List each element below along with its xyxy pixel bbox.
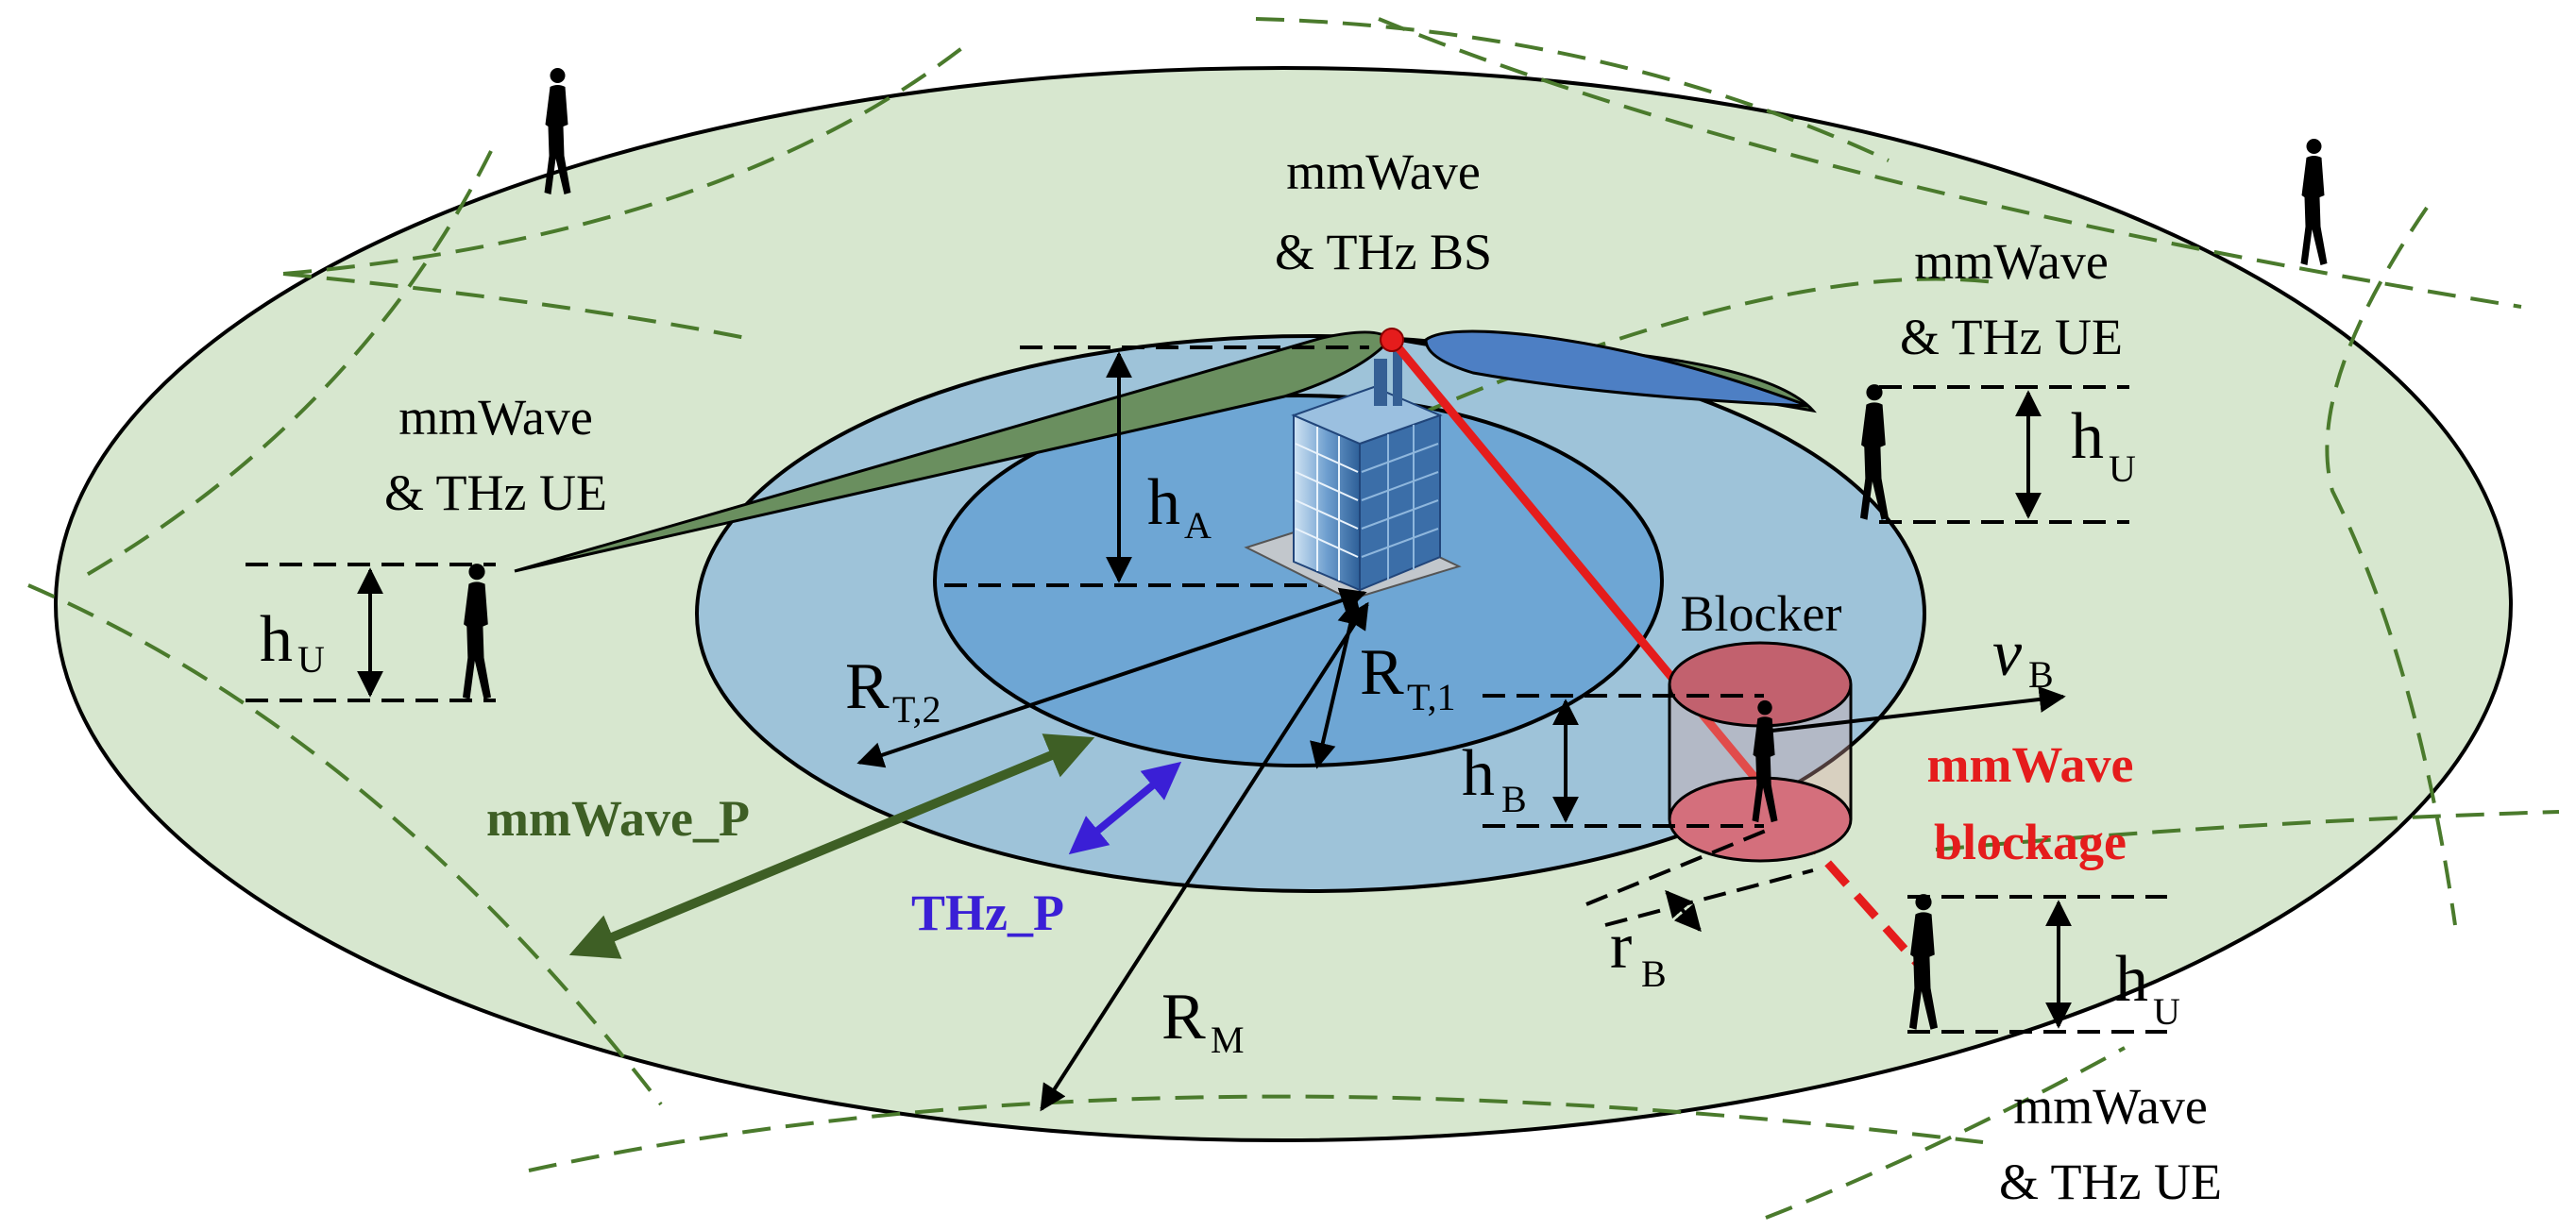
ue-bottom: h U mmWave & THz UE [1907,894,2222,1210]
walking-person-icon [2300,139,2328,265]
ue-left: h U mmWave & THz UE [246,389,607,702]
RT2-symbol: R T,2 [845,650,941,731]
RM-symbol: R M [1161,981,1245,1061]
svg-text:U: U [297,638,325,681]
svg-text:B: B [1641,952,1667,995]
office-tower-icon [1244,349,1462,601]
svg-text:mmWave: mmWave [398,389,593,446]
blocker-cylinder [1668,641,1853,863]
thz-p-label: THz_P [911,885,1064,941]
svg-text:T,2: T,2 [892,688,941,731]
hA-symbol: h A [1147,466,1212,547]
svg-text:U: U [2153,990,2180,1033]
svg-text:mmWave: mmWave [1927,736,2134,793]
mmwave-p-label: mmWave_P [486,790,750,847]
blocker-label: Blocker [1681,585,1842,642]
svg-text:R: R [1161,981,1206,1053]
svg-text:B: B [1501,778,1527,820]
rB-symbol: r B [1610,910,1667,995]
svg-text:U: U [2109,447,2136,490]
ue-right: h U mmWave & THz UE [1860,233,2136,524]
svg-text:h: h [1462,737,1495,810]
svg-text:v: v [1992,617,2023,690]
svg-text:& THz BS: & THz BS [1275,224,1492,280]
svg-text:B: B [2028,653,2054,696]
svg-text:mmWave: mmWave [2013,1078,2208,1135]
mmwave-p-arrow [568,733,1095,959]
svg-text:h: h [260,603,293,676]
svg-text:mmWave: mmWave [1286,143,1481,200]
svg-text:M: M [1211,1019,1245,1061]
svg-text:h: h [1147,466,1180,539]
svg-text:& THz UE: & THz UE [384,464,607,521]
svg-text:mmWave: mmWave [1914,233,2109,290]
base-station-point [1380,328,1404,352]
blocked-link-dashed [1795,828,1921,966]
svg-text:h: h [2071,400,2104,473]
bs-label: mmWave & THz BS [1275,143,1492,280]
vB-symbol: v B [1992,617,2054,696]
svg-text:R: R [1360,636,1404,709]
svg-text:T,1: T,1 [1407,676,1455,718]
svg-text:r: r [1610,910,1632,983]
svg-text:blockage: blockage [1934,814,2127,870]
mmwave-blockage-label: mmWave blockage [1927,736,2134,870]
mmwave-beam-left [514,330,1392,573]
cell-boundaries [27,17,2560,1220]
svg-text:R: R [845,650,890,723]
svg-text:h: h [2115,943,2148,1016]
hB-symbol: h B [1462,737,1527,820]
svg-text:& THz UE: & THz UE [1900,309,2123,365]
svg-text:& THz UE: & THz UE [1999,1154,2222,1210]
blocked-link [1388,337,1803,834]
RT1-symbol: R T,1 [1360,636,1455,718]
thz-p-arrow [1068,761,1182,855]
svg-text:A: A [1184,504,1212,547]
thz-beam-right [1424,329,1809,408]
